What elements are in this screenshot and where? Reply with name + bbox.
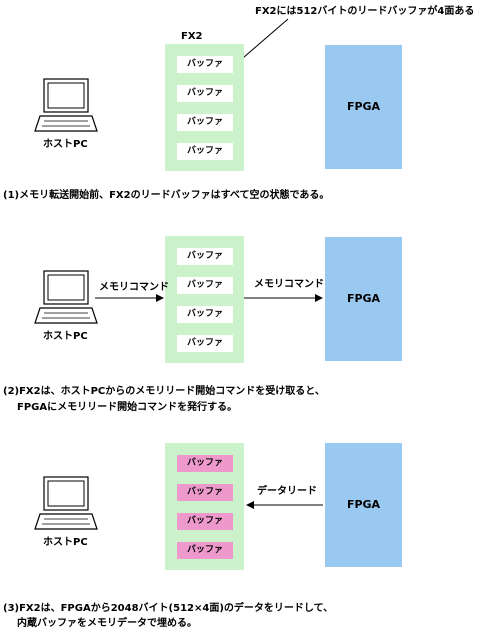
buffer-slot: バッファ xyxy=(177,306,233,323)
caption-3-line-1: (3)FX2は、FPGAから2048バイト(512×4面)のデータをリードして、 xyxy=(3,603,334,614)
fx2-chip: バッファ バッファ バッファ バッファ xyxy=(165,44,244,171)
caption-2-line-1: (2)FX2は、ホストPCからのメモリリード開始コマンドを受け取ると、 xyxy=(3,386,325,397)
caption-2-line-2: FPGAにメモリリード開始コマンドを発行する。 xyxy=(17,402,238,413)
fpga-block: FPGA xyxy=(325,237,402,361)
buffer-slot: バッファ xyxy=(177,85,233,102)
arrow-label-fx2-to-fpga: メモリコマンド xyxy=(254,279,324,290)
buffer-slot: バッファ xyxy=(177,248,233,265)
buffer-slot: バッファ xyxy=(177,277,233,294)
caption-3-line-2: 内蔵バッファをメモリデータで埋める。 xyxy=(17,618,197,629)
buffer-slot: バッファ xyxy=(177,56,233,73)
buffer-slot: バッファ xyxy=(177,143,233,160)
fpga-block: FPGA xyxy=(325,45,402,169)
top-annotation: FX2には512バイトのリードバッファが4面ある xyxy=(255,6,475,17)
fpga-block: FPGA xyxy=(325,443,402,567)
buffer-slot: バッファ xyxy=(177,513,233,530)
fx2-label: FX2 xyxy=(181,31,203,42)
arrow-label-host-to-fx2: メモリコマンド xyxy=(99,282,169,293)
buffer-slot: バッファ xyxy=(177,455,233,472)
buffer-slot: バッファ xyxy=(177,114,233,131)
host-pc-label: ホストPC xyxy=(43,537,88,548)
buffer-slot: バッファ xyxy=(177,484,233,501)
buffer-slot: バッファ xyxy=(177,542,233,559)
caption-1: (1)メモリ転送開始前、FX2のリードバッファはすべて空の状態である。 xyxy=(3,190,330,201)
buffer-slot: バッファ xyxy=(177,335,233,352)
fx2-chip: バッファ バッファ バッファ バッファ xyxy=(165,236,244,363)
host-pc-label: ホストPC xyxy=(43,331,88,342)
arrow-label-fpga-to-fx2: データリード xyxy=(257,486,317,497)
host-pc-label: ホストPC xyxy=(43,139,88,150)
fx2-chip: バッファ バッファ バッファ バッファ xyxy=(165,443,244,570)
